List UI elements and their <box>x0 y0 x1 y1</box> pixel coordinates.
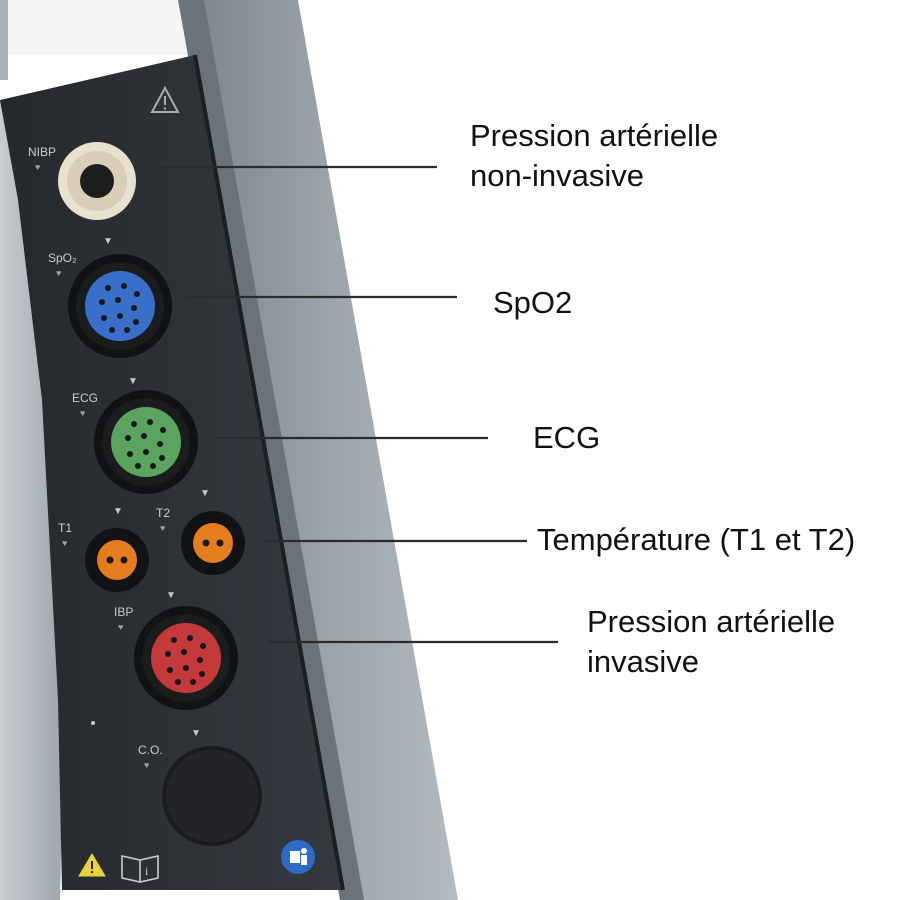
svg-text:i: i <box>145 864 149 878</box>
t1-port-label: T1 <box>58 521 72 535</box>
t1-connector <box>85 528 149 592</box>
defib-proof-icon: ♥ <box>62 538 67 548</box>
pointer-triangle-icon: ▼ <box>113 506 123 517</box>
defib-proof-icon: ♥ <box>118 622 123 632</box>
leader-lines <box>157 165 558 644</box>
ecg-port-label: ECG <box>72 391 98 405</box>
pointer-triangle-icon: ▼ <box>103 236 113 247</box>
ibp-callout-line-2: invasive <box>587 644 699 679</box>
co-port-cover <box>162 746 262 846</box>
ecg-connector <box>94 390 198 494</box>
caution-triangle-icon <box>78 853 106 877</box>
manual-book-icon: i <box>121 855 159 883</box>
pointer-triangle-icon: ▼ <box>200 488 210 499</box>
defib-proof-icon: ♥ <box>35 162 40 172</box>
pointer-triangle-icon: ▼ <box>128 376 138 387</box>
ibp-callout-line-1: Pression artérielle <box>587 604 836 639</box>
operator-manual-icon <box>281 840 315 874</box>
nibp-callout-line-1: Pression artérielle <box>470 118 719 153</box>
temperature-callout: Température (T1 et T2) <box>537 522 856 557</box>
spo2-callout: SpO2 <box>493 285 573 320</box>
nibp-connector <box>58 142 136 220</box>
spo2-connector <box>68 254 172 358</box>
co-port-label: C.O. <box>138 743 163 757</box>
t2-connector <box>181 511 245 575</box>
defib-proof-icon: ♥ <box>144 760 149 770</box>
nibp-callout: Pression artérielle non-invasive <box>470 116 718 196</box>
defib-proof-icon: ♥ <box>80 408 85 418</box>
nibp-callout-line-2: non-invasive <box>470 158 645 193</box>
spo2-port-label: SpO₂ <box>48 251 77 265</box>
monitor-housing-left <box>0 100 62 900</box>
ibp-port-label: IBP <box>114 605 133 619</box>
defib-proof-icon: ♥ <box>160 523 165 533</box>
ibp-callout: Pression artérielle invasive <box>587 602 835 682</box>
warning-triangle-icon <box>150 85 180 113</box>
defib-proof-icon: ♥ <box>56 268 61 278</box>
ibp-connector <box>134 606 238 710</box>
monitor-housing-right <box>190 0 458 900</box>
pointer-triangle-icon: ▼ <box>166 590 176 601</box>
pointer-triangle-icon: ▼ <box>191 728 201 739</box>
t2-port-label: T2 <box>156 506 170 520</box>
ecg-callout: ECG <box>533 420 601 455</box>
nibp-port-label: NIBP <box>28 145 56 159</box>
